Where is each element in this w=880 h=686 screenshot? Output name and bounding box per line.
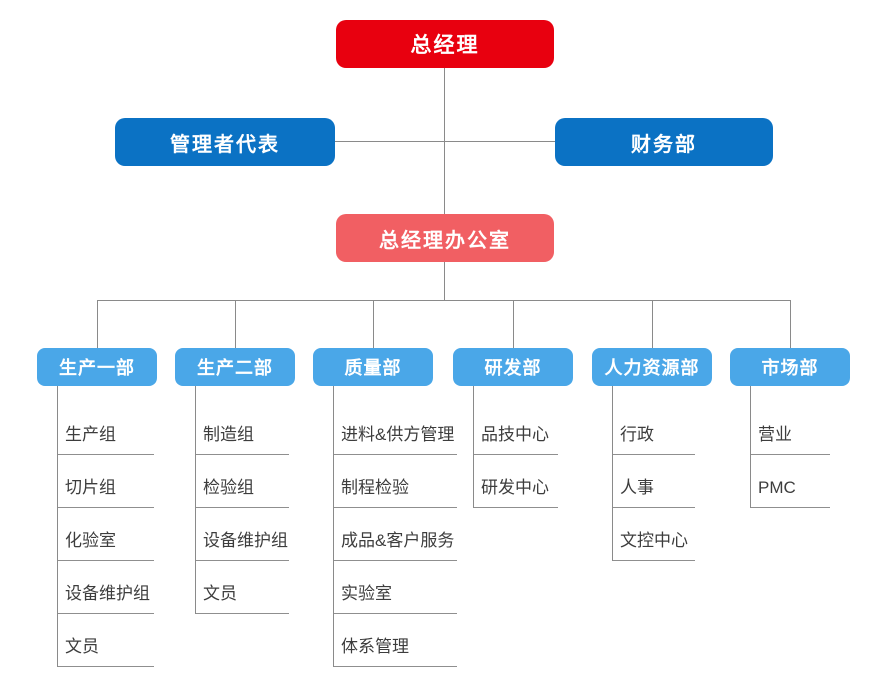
unit-item: 设备维护组 (196, 508, 289, 561)
node-management-representative: 管理者代表 (115, 118, 335, 166)
connector-drop-rnd (513, 300, 514, 348)
unit-item: 文员 (196, 561, 289, 614)
column-spacer (196, 386, 289, 402)
unit-item: 文控中心 (613, 508, 695, 561)
node-general-manager: 总经理 (336, 20, 554, 68)
unit-item: 制程检验 (334, 455, 457, 508)
unit-item: 实验室 (334, 561, 457, 614)
node-gm-office: 总经理办公室 (336, 214, 554, 262)
connector-level2-horizontal (335, 141, 555, 142)
node-dept-market: 市场部 (730, 348, 850, 386)
unit-item: 品技中心 (474, 402, 558, 455)
node-dept-quality: 质量部 (313, 348, 433, 386)
unit-item: 文员 (58, 614, 154, 667)
connector-drop-hr (652, 300, 653, 348)
connector-drop-production-2 (235, 300, 236, 348)
unit-column-production-2: 制造组检验组设备维护组文员 (195, 386, 289, 614)
column-spacer (334, 386, 457, 402)
unit-item: 化验室 (58, 508, 154, 561)
connector-drop-market (790, 300, 791, 348)
node-dept-production-1: 生产一部 (37, 348, 157, 386)
unit-column-quality: 进料&供方管理制程检验成品&客户服务实验室体系管理 (333, 386, 457, 667)
unit-item: 体系管理 (334, 614, 457, 667)
unit-item: 生产组 (58, 402, 154, 455)
node-dept-hr: 人力资源部 (592, 348, 712, 386)
connector-drop-quality (373, 300, 374, 348)
unit-item: 切片组 (58, 455, 154, 508)
column-spacer (613, 386, 695, 402)
unit-item: 行政 (613, 402, 695, 455)
unit-column-production-1: 生产组切片组化验室设备维护组文员 (57, 386, 154, 667)
node-dept-production-2: 生产二部 (175, 348, 295, 386)
column-spacer (58, 386, 154, 402)
node-dept-rnd: 研发部 (453, 348, 573, 386)
unit-item: 制造组 (196, 402, 289, 455)
unit-item: 人事 (613, 455, 695, 508)
connector-department-bus (97, 300, 791, 301)
column-spacer (751, 386, 830, 402)
unit-item: PMC (751, 455, 830, 508)
node-finance-department: 财务部 (555, 118, 773, 166)
column-spacer (474, 386, 558, 402)
unit-item: 检验组 (196, 455, 289, 508)
connector-drop-production-1 (97, 300, 98, 348)
unit-item: 成品&客户服务 (334, 508, 457, 561)
unit-column-hr: 行政人事文控中心 (612, 386, 695, 561)
unit-item: 研发中心 (474, 455, 558, 508)
unit-item: 设备维护组 (58, 561, 154, 614)
connector-office-to-bus (444, 262, 445, 300)
unit-column-rnd: 品技中心研发中心 (473, 386, 558, 508)
unit-item: 进料&供方管理 (334, 402, 457, 455)
unit-item: 营业 (751, 402, 830, 455)
